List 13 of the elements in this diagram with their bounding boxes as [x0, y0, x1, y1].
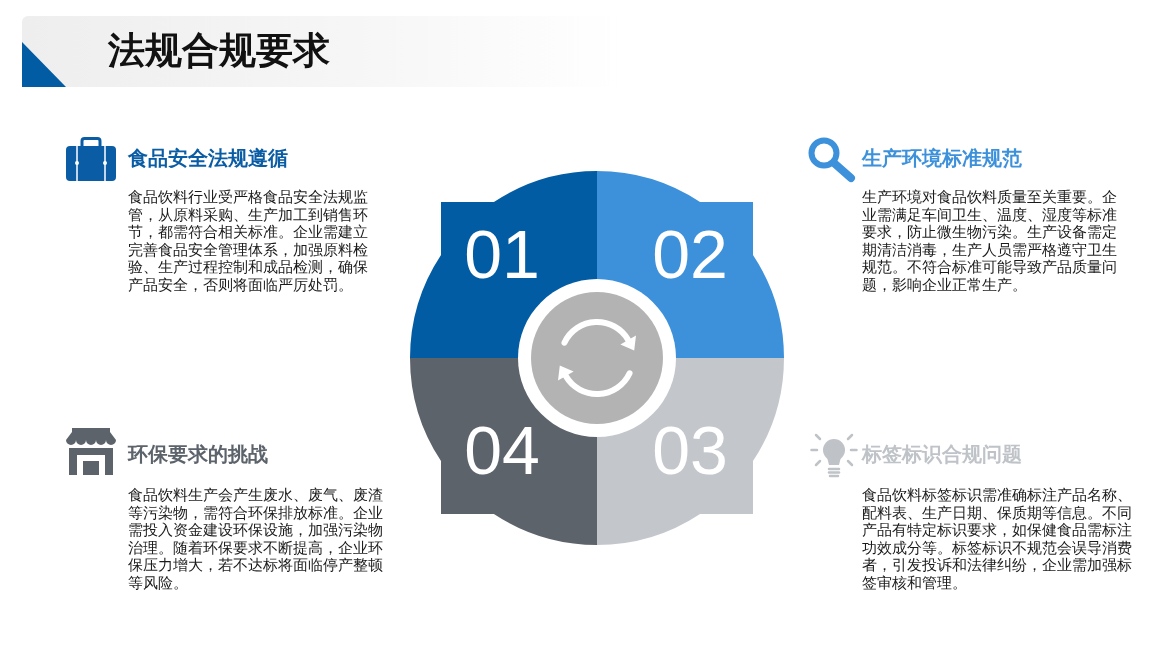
body-text: 食品饮料标签标识需准确标注产品名称、配料表、生产日期、保质期等信息。不同产品有特定标识要求，如保健食品需标注功效成分等。标签标识不规范会误导消费者，引发投诉和法律纠纷，企业需加强标签审核和管理。 [862, 486, 1133, 592]
step-number: 03 [652, 416, 728, 484]
body-text: 生产环境对食品饮料质量至关重要。企业需满足车间卫生、温度、湿度等标准要求，防止微生物污染。生产设备需定期清洁消毒，生产人员需严格遵守卫生规范。不符合标准可能导致产品质量问题，影响企业正常生产。 [862, 188, 1118, 294]
step-number: 02 [652, 220, 728, 288]
section-heading: 生产环境标准规范 [862, 146, 1022, 170]
body-text: 食品饮料生产会产生废水、废气、废渣等污染物，需符合环保排放标准。企业需投入资金建设环保设施，加强污染物治理。随着环保要求不断提高，企业环保压力增大，若不达标将面临停产整顿等风险。 [128, 486, 384, 592]
body-text: 食品饮料行业受严格食品安全法规监管，从原料采购、生产加工到销售环节，都需符合相关标准。企业需建立完善食品安全管理体系，加强原料检验、生产过程控制和成品检测，确保产品安全，否则将面临严厉处罚。 [128, 188, 369, 294]
section-heading: 食品安全法规遵循 [128, 146, 288, 170]
step-number: 01 [464, 220, 540, 288]
section-heading: 环保要求的挑战 [128, 442, 268, 466]
step-number: 04 [464, 416, 540, 484]
section-heading: 标签标识合规问题 [862, 442, 1022, 466]
page-title: 法规合规要求 [108, 30, 330, 72]
